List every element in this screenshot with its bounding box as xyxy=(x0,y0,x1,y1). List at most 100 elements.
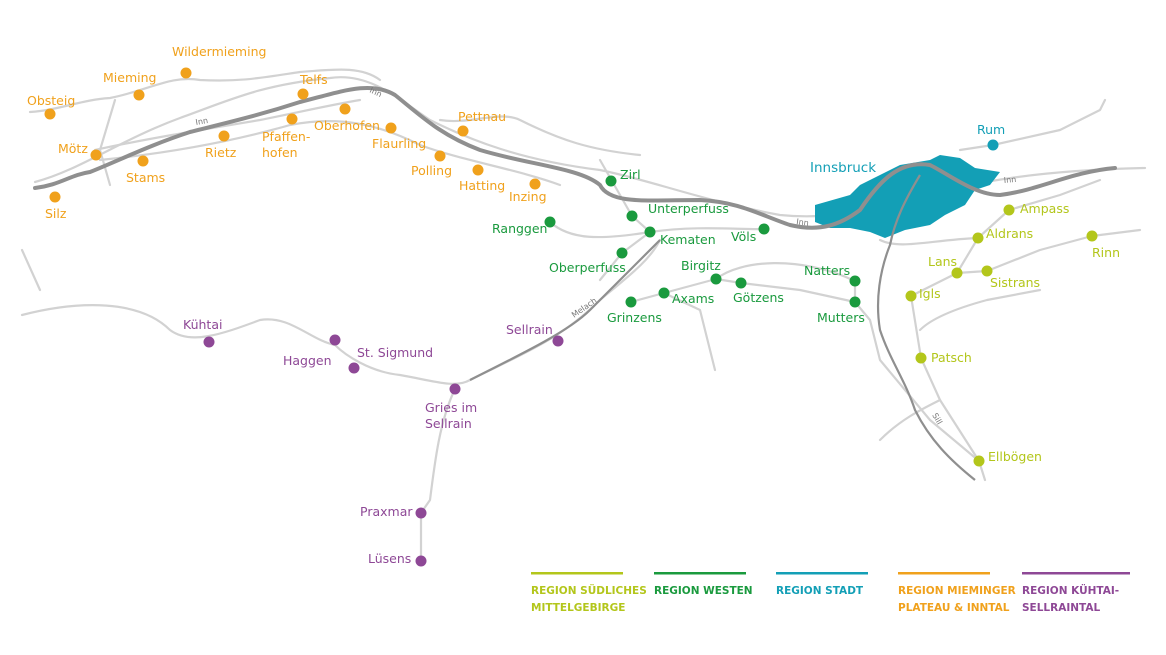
place-marker-natters[interactable] xyxy=(849,275,861,287)
place-marker-mutters[interactable] xyxy=(849,296,861,308)
place-marker-götzens[interactable] xyxy=(735,277,747,289)
place-marker-patsch[interactable] xyxy=(915,352,927,364)
place-marker-gries-im[interactable] xyxy=(449,383,461,395)
place-label-axams[interactable]: Axams xyxy=(672,291,714,306)
legend-label: MITTELGEBIRGE xyxy=(531,602,625,614)
place-label-pfaffen[interactable]: Pfaffen- xyxy=(262,129,310,144)
place-label-unterperfuss[interactable]: Unterperfuss xyxy=(648,201,729,216)
place-marker-pettnau[interactable] xyxy=(457,125,469,137)
place-label-oberperfuss[interactable]: Oberperfuss xyxy=(549,260,626,275)
place-marker-inzing[interactable] xyxy=(529,178,541,190)
place-marker-kematen[interactable] xyxy=(644,226,656,238)
place-label-sellrain[interactable]: Sellrain xyxy=(425,416,472,431)
place-label-st-sigmund[interactable]: St. Sigmund xyxy=(357,345,433,360)
place-marker-praxmar[interactable] xyxy=(415,507,427,519)
place-label-kühtai[interactable]: Kühtai xyxy=(183,317,222,332)
legend-label: PLATEAU & INNTAL xyxy=(898,602,1010,614)
place-marker-rietz[interactable] xyxy=(218,130,230,142)
place-marker-obsteig[interactable] xyxy=(44,108,56,120)
place-label-aldrans[interactable]: Aldrans xyxy=(986,226,1033,241)
city-label-innsbruck[interactable]: Innsbruck xyxy=(810,160,876,176)
place-label-haggen[interactable]: Haggen xyxy=(283,353,332,368)
place-label-rietz[interactable]: Rietz xyxy=(205,145,237,160)
place-marker-unterperfuss[interactable] xyxy=(626,210,638,222)
legend-item-kuehtai: REGION KÜHTAI-SELLRAINTAL xyxy=(1022,572,1130,614)
legend-label: REGION STADT xyxy=(776,585,864,597)
place-marker-oberperfuss[interactable] xyxy=(616,247,628,259)
place-label-flaurling[interactable]: Flaurling xyxy=(372,136,426,151)
legend-label: SELLRAINTAL xyxy=(1022,602,1100,614)
place-label-hofen[interactable]: hofen xyxy=(262,145,298,160)
place-label-wildermieming[interactable]: Wildermieming xyxy=(172,44,266,59)
place-label-ellbögen[interactable]: Ellbögen xyxy=(988,449,1042,464)
place-label-gries-im[interactable]: Gries im xyxy=(425,400,477,415)
place-label-silz[interactable]: Silz xyxy=(45,206,67,221)
place-marker-grinzens[interactable] xyxy=(625,296,637,308)
place-label-lans[interactable]: Lans xyxy=(928,254,957,269)
place-marker-ellbögen[interactable] xyxy=(973,455,985,467)
place-label-mutters[interactable]: Mutters xyxy=(817,310,865,325)
place-label-grinzens[interactable]: Grinzens xyxy=(607,310,662,325)
place-marker-wildermieming[interactable] xyxy=(180,67,192,79)
place-label-inzing[interactable]: Inzing xyxy=(509,189,547,204)
place-marker-völs[interactable] xyxy=(758,223,770,235)
place-label-ranggen[interactable]: Ranggen xyxy=(492,221,547,236)
place-label-natters[interactable]: Natters xyxy=(804,263,850,278)
place-marker-st-sigmund[interactable] xyxy=(348,362,360,374)
place-marker-birgitz[interactable] xyxy=(710,273,722,285)
place-label-sellrain[interactable]: Sellrain xyxy=(506,322,553,337)
legend-line xyxy=(1022,572,1130,575)
place-marker-aldrans[interactable] xyxy=(972,232,984,244)
place-label-stams[interactable]: Stams xyxy=(126,170,165,185)
place-marker-haggen[interactable] xyxy=(329,334,341,346)
place-label-hatting[interactable]: Hatting xyxy=(459,178,505,193)
place-label-pettnau[interactable]: Pettnau xyxy=(458,109,506,124)
place-label-lüsens[interactable]: Lüsens xyxy=(368,551,411,566)
place-marker-sellrain[interactable] xyxy=(552,335,564,347)
place-label-telfs[interactable]: Telfs xyxy=(299,72,328,87)
place-label-patsch[interactable]: Patsch xyxy=(931,350,972,365)
place-label-kematen[interactable]: Kematen xyxy=(660,232,716,247)
place-label-ampass[interactable]: Ampass xyxy=(1020,201,1069,216)
place-label-mieming[interactable]: Mieming xyxy=(103,70,156,85)
place-label-götzens[interactable]: Götzens xyxy=(733,290,784,305)
place-marker-zirl[interactable] xyxy=(605,175,617,187)
place-marker-rinn[interactable] xyxy=(1086,230,1098,242)
place-label-mötz[interactable]: Mötz xyxy=(58,141,88,156)
place-marker-stams[interactable] xyxy=(137,155,149,167)
place-marker-pfaffen[interactable] xyxy=(286,113,298,125)
place-label-praxmar[interactable]: Praxmar xyxy=(360,504,413,519)
place-marker-oberhofen[interactable] xyxy=(339,103,351,115)
sill-river xyxy=(876,174,976,481)
place-label-obsteig[interactable]: Obsteig xyxy=(27,93,75,108)
place-marker-telfs[interactable] xyxy=(297,88,309,100)
place-marker-hatting[interactable] xyxy=(472,164,484,176)
place-label-zirl[interactable]: Zirl xyxy=(620,167,641,182)
place-label-polling[interactable]: Polling xyxy=(411,163,452,178)
place-marker-kühtai[interactable] xyxy=(203,336,215,348)
place-marker-lüsens[interactable] xyxy=(415,555,427,567)
place-marker-igls[interactable] xyxy=(905,290,917,302)
place-marker-mieming[interactable] xyxy=(133,89,145,101)
place-marker-rum[interactable] xyxy=(987,139,999,151)
place-marker-mötz[interactable] xyxy=(90,149,102,161)
place-label-rinn[interactable]: Rinn xyxy=(1092,245,1120,260)
place-marker-lans[interactable] xyxy=(951,267,963,279)
place-label-völs[interactable]: Völs xyxy=(731,229,756,244)
place-marker-sistrans[interactable] xyxy=(981,265,993,277)
legend-label: REGION SÜDLICHES xyxy=(531,583,647,597)
place-marker-silz[interactable] xyxy=(49,191,61,203)
place-marker-flaurling[interactable] xyxy=(385,122,397,134)
place-label-rum[interactable]: Rum xyxy=(977,122,1005,137)
river-label-sill: Sill xyxy=(930,412,944,427)
place-label-igls[interactable]: Igls xyxy=(919,286,941,301)
place-marker-ranggen[interactable] xyxy=(544,216,556,228)
place-marker-ampass[interactable] xyxy=(1003,204,1015,216)
place-marker-axams[interactable] xyxy=(658,287,670,299)
place-label-sistrans[interactable]: Sistrans xyxy=(990,275,1040,290)
place-marker-polling[interactable] xyxy=(434,150,446,162)
legend-item-stadt: REGION STADT xyxy=(776,572,868,597)
place-label-oberhofen[interactable]: Oberhofen xyxy=(314,118,380,133)
place-label-birgitz[interactable]: Birgitz xyxy=(681,258,721,273)
